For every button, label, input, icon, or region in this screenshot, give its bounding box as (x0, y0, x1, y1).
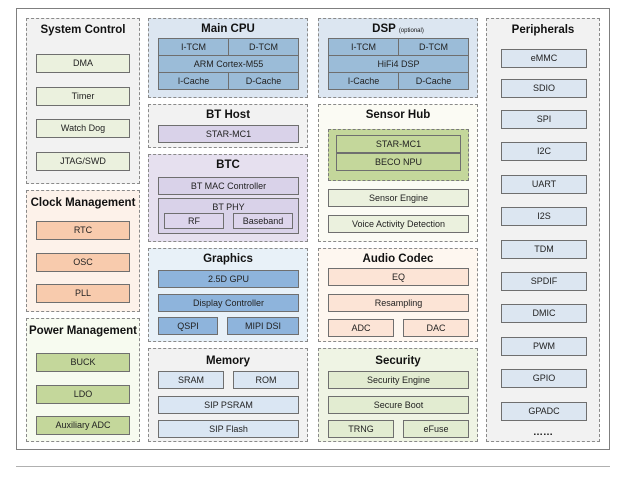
baseband-block: Baseband (233, 213, 293, 229)
dsp-icache-block: I-Cache (328, 72, 399, 90)
main-cpu-title: Main CPU (201, 23, 255, 35)
trng-block: TRNG (328, 420, 394, 438)
main-cpu-dcache-block: D-Cache (228, 72, 299, 90)
auxiliary-adc-block: Auxiliary ADC (36, 416, 130, 435)
memory-title: Memory (205, 355, 251, 367)
rtc-block: RTC (36, 221, 130, 240)
dsp-group: DSP (optional) I-TCM D-TCM HiFi4 DSP I-C… (318, 18, 478, 98)
dsp-dtcm-block: D-TCM (398, 38, 469, 56)
beco-npu-block: BECO NPU (336, 153, 461, 171)
bt-host-star-mc1-block: STAR-MC1 (158, 125, 299, 143)
btc-title: BTC (216, 159, 240, 171)
more-peripherals-ellipsis: …… (533, 427, 553, 438)
sram-block: SRAM (158, 371, 224, 389)
graphics-group: Graphics 2.5D GPU Display Controller QSP… (148, 248, 308, 342)
ldo-block: LDO (36, 385, 130, 404)
rf-block: RF (164, 213, 224, 229)
peripherals-group: Peripherals eMMC SDIO SPI I2C UART I2S T… (486, 18, 600, 442)
sdio-block: SDIO (501, 79, 587, 98)
bt-host-title: BT Host (205, 109, 251, 121)
graphics-title: Graphics (203, 253, 253, 265)
i2s-block: I2S (501, 207, 587, 226)
display-controller-block: Display Controller (158, 294, 299, 312)
dsp-title-text: DSP (372, 23, 396, 35)
system-control-group: System Control DMA Timer Watch Dog JTAG/… (26, 18, 140, 184)
resampling-block: Resampling (328, 294, 469, 312)
voice-activity-detection-block: Voice Activity Detection (328, 215, 469, 233)
hifi4-dsp-block: HiFi4 DSP (328, 55, 469, 73)
gpadc-block: GPADC (501, 402, 587, 421)
bt-mac-controller-block: BT MAC Controller (158, 177, 299, 195)
sip-psram-block: SIP PSRAM (158, 396, 299, 414)
arm-cortex-m55-block: ARM Cortex-M55 (158, 55, 299, 73)
main-cpu-dtcm-block: D-TCM (228, 38, 299, 56)
dsp-dcache-block: D-Cache (398, 72, 469, 90)
sensor-hub-title: Sensor Hub (365, 109, 431, 121)
qspi-block: QSPI (158, 317, 218, 335)
eq-block: EQ (328, 268, 469, 286)
clock-management-group: Clock Management RTC OSC PLL (26, 190, 140, 312)
power-management-group: Power Management BUCK LDO Auxiliary ADC (26, 318, 140, 442)
spi-block: SPI (501, 110, 587, 129)
watch-dog-block: Watch Dog (36, 119, 130, 138)
main-cpu-group: Main CPU I-TCM D-TCM ARM Cortex-M55 I-Ca… (148, 18, 308, 98)
i2c-block: I2C (501, 142, 587, 161)
sensor-hub-star-mc1-block: STAR-MC1 (336, 135, 461, 153)
dsp-title: DSP (optional) (319, 23, 477, 35)
dmic-block: DMIC (501, 304, 587, 323)
efuse-block: eFuse (403, 420, 469, 438)
security-group: Security Security Engine Secure Boot TRN… (318, 348, 478, 442)
uart-block: UART (501, 175, 587, 194)
divider-line (16, 466, 610, 467)
jtag-swd-block: JTAG/SWD (36, 152, 130, 171)
system-control-title: System Control (40, 24, 126, 36)
timer-block: Timer (36, 87, 130, 106)
bt-host-group: BT Host STAR-MC1 (148, 104, 308, 148)
bt-phy-label: BT PHY (212, 202, 245, 212)
clock-management-title: Clock Management (30, 197, 136, 209)
sensor-engine-block: Sensor Engine (328, 189, 469, 207)
power-management-title: Power Management (29, 325, 137, 337)
spdif-block: SPDIF (501, 272, 587, 291)
mipi-dsi-block: MIPI DSI (227, 317, 299, 335)
main-cpu-itcm-block: I-TCM (158, 38, 229, 56)
sip-flash-block: SIP Flash (158, 420, 299, 438)
btc-group: BTC BT MAC Controller BT PHY RF Baseband (148, 154, 308, 242)
dma-block: DMA (36, 54, 130, 73)
security-engine-block: Security Engine (328, 371, 469, 389)
memory-group: Memory SRAM ROM SIP PSRAM SIP Flash (148, 348, 308, 442)
peripherals-title: Peripherals (511, 24, 575, 36)
gpio-block: GPIO (501, 369, 587, 388)
adc-block: ADC (328, 319, 394, 337)
pll-block: PLL (36, 284, 130, 303)
audio-codec-title: Audio Codec (362, 253, 434, 265)
main-cpu-icache-block: I-Cache (158, 72, 229, 90)
pwm-block: PWM (501, 337, 587, 356)
secure-boot-block: Secure Boot (328, 396, 469, 414)
buck-block: BUCK (36, 353, 130, 372)
sensor-hub-group: Sensor Hub STAR-MC1 BECO NPU Sensor Engi… (318, 104, 478, 242)
tdm-block: TDM (501, 240, 587, 259)
security-title: Security (375, 355, 421, 367)
audio-codec-group: Audio Codec EQ Resampling ADC DAC (318, 248, 478, 342)
dsp-itcm-block: I-TCM (328, 38, 399, 56)
dsp-optional-note: (optional) (398, 28, 424, 34)
dac-block: DAC (403, 319, 469, 337)
gpu-block: 2.5D GPU (158, 270, 299, 288)
emmc-block: eMMC (501, 49, 587, 68)
rom-block: ROM (233, 371, 299, 389)
osc-block: OSC (36, 253, 130, 272)
